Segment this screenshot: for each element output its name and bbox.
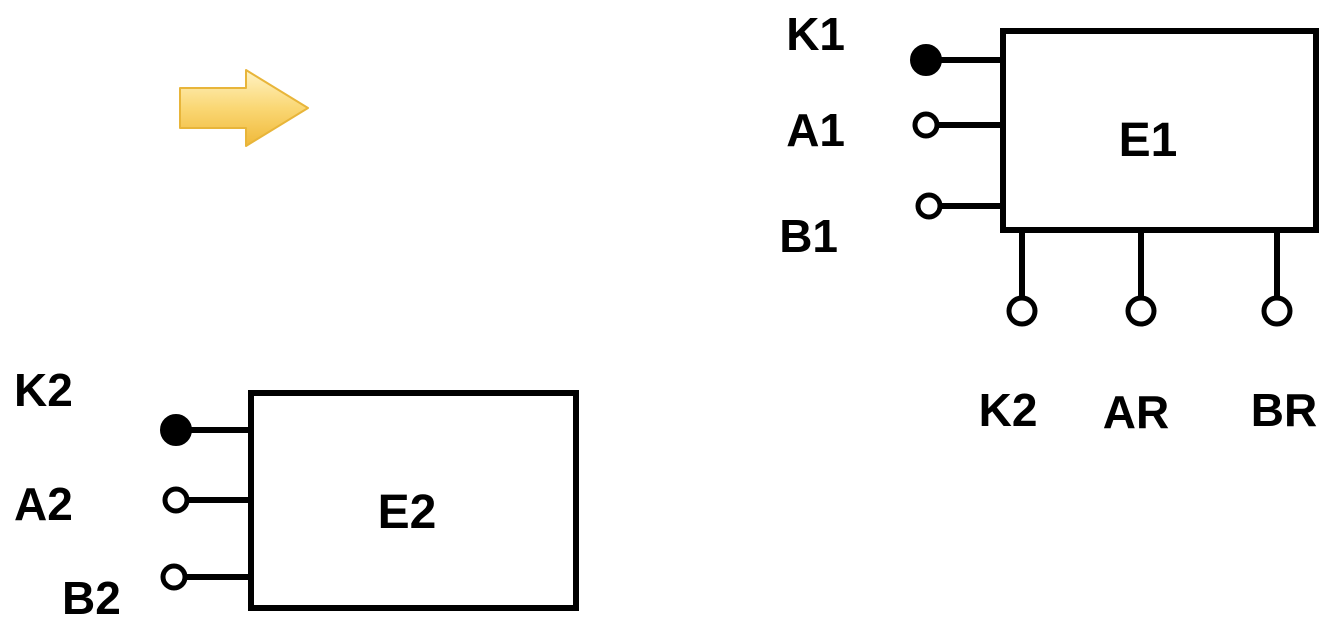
block-e1-box (1000, 28, 1319, 233)
pin-b1-terminal (915, 192, 943, 220)
block-e1-label: E1 (1119, 114, 1178, 167)
pin-k2-out-terminal (1006, 295, 1038, 327)
pin-a1-terminal (912, 111, 940, 139)
pin-a1-label: A1 (786, 104, 845, 156)
pin-k1-terminal (910, 44, 942, 76)
pin-b1-label: B1 (779, 210, 838, 262)
pin-b2-terminal (160, 563, 188, 591)
pin-a2-terminal (162, 486, 190, 514)
block-e2-label: E2 (378, 486, 437, 539)
block-e1: E1 K1 A1 B1 K2 AR BR (779, 8, 1319, 438)
right-arrow-icon (179, 69, 309, 147)
pin-ar-label: AR (1103, 386, 1169, 438)
pin-a2-label: A2 (14, 478, 73, 530)
pin-b2-label: B2 (62, 572, 121, 618)
pin-k1-label: K1 (786, 8, 845, 60)
pin-br-label: BR (1251, 384, 1317, 436)
pin-k2-label: K2 (14, 364, 73, 416)
pin-k2-terminal (160, 414, 192, 446)
pin-k2-out-label: K2 (979, 384, 1038, 436)
block-e2: E2 K2 A2 B2 (14, 364, 579, 618)
pin-br-terminal (1261, 295, 1293, 327)
pin-ar-terminal (1125, 295, 1157, 327)
